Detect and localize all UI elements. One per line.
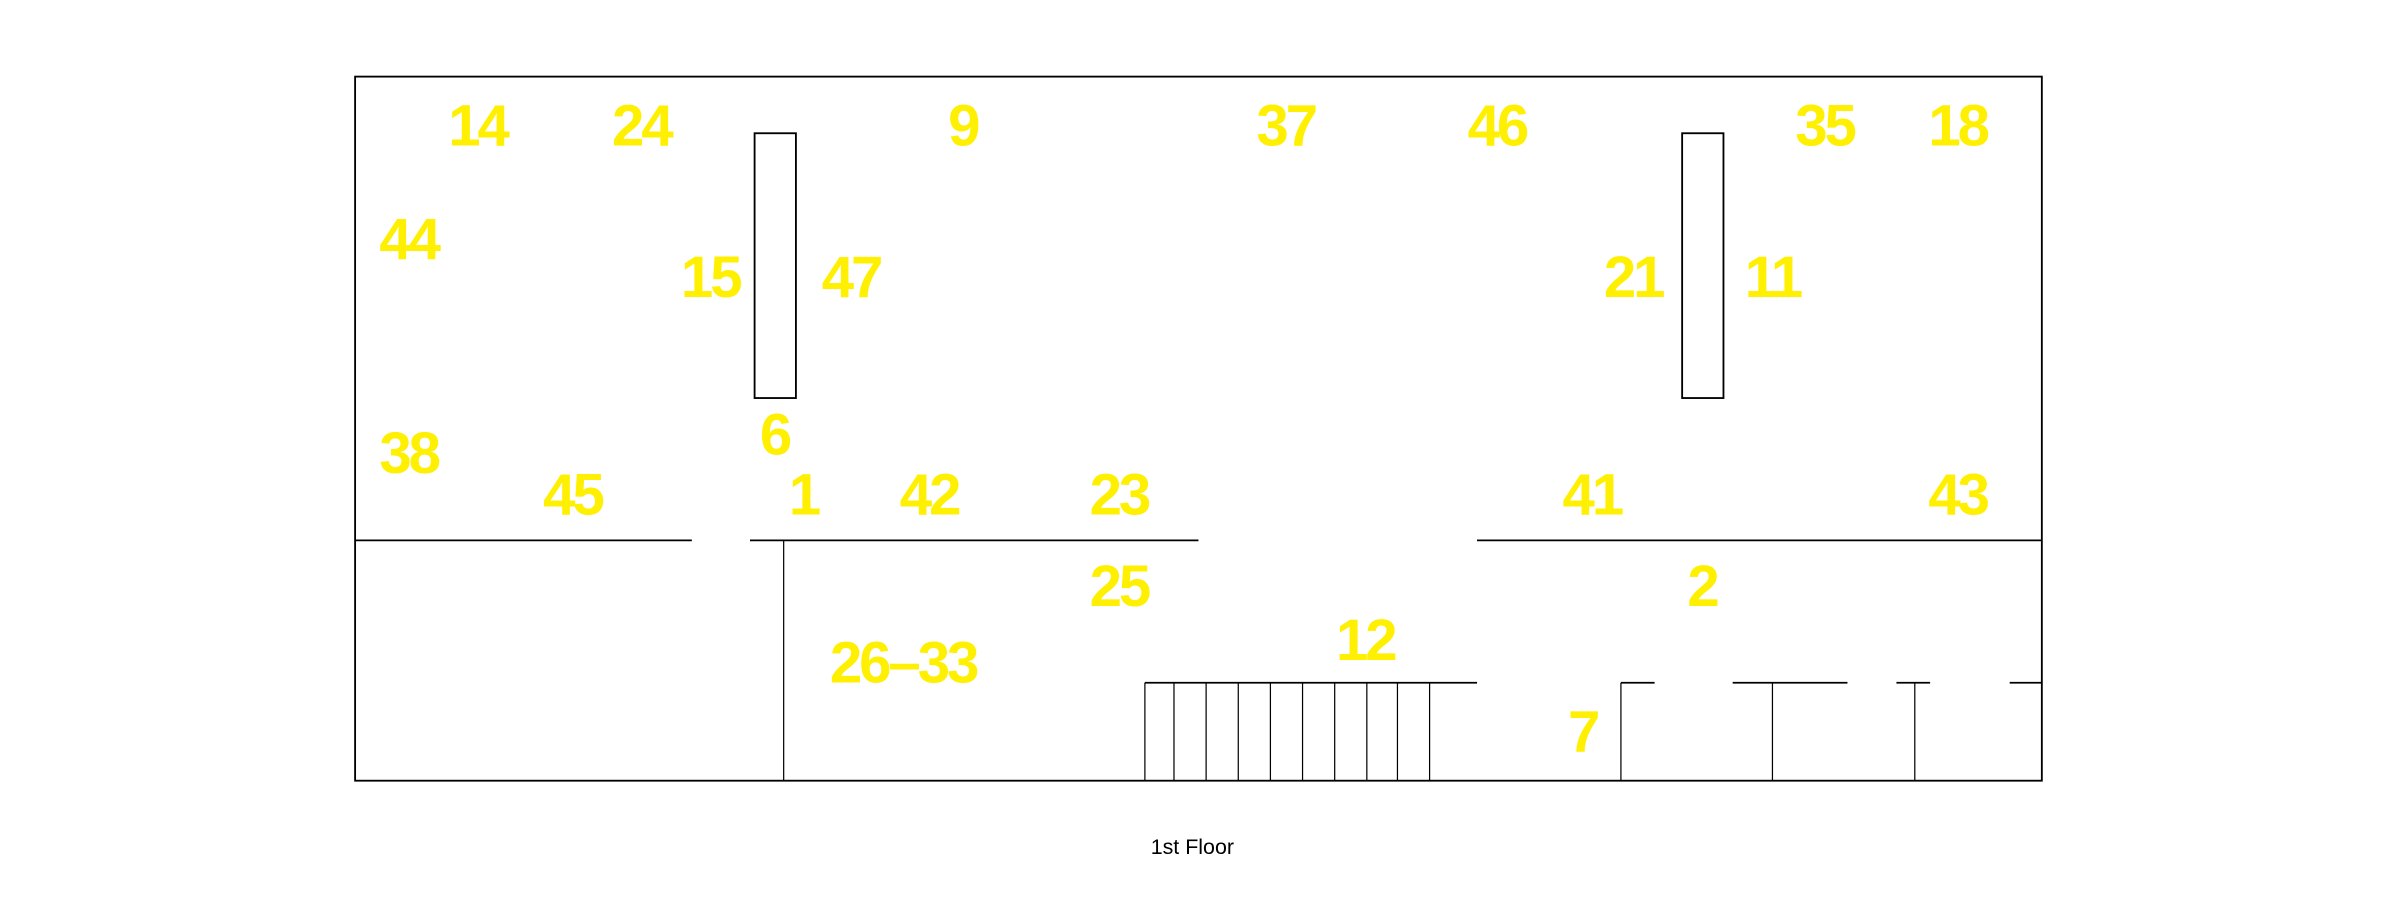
room-label: 46 (1468, 93, 1528, 158)
room-label: 35 (1795, 93, 1855, 158)
room-label: 37 (1256, 93, 1315, 158)
room-label: 41 (1563, 462, 1623, 527)
room-label: 42 (900, 462, 960, 527)
room-label: 9 (948, 93, 979, 158)
room-label: 1 (789, 462, 820, 527)
room-label: 15 (681, 245, 741, 310)
room-label: 25 (1090, 554, 1150, 619)
outer-wall (354, 75, 2043, 782)
room-label: 38 (379, 421, 439, 486)
interior-walls (355, 539, 2042, 781)
room-label: 12 (1336, 608, 1396, 673)
room-label: 7 (1568, 700, 1598, 765)
room-labels: 14 24 9 37 46 35 18 44 15 47 21 11 6 38 … (379, 93, 1991, 765)
room-label: 14 (448, 93, 510, 158)
room-label: 18 (1928, 93, 1988, 158)
room-label: 6 (760, 403, 791, 468)
room-label: 43 (1928, 462, 1988, 527)
pillar-left (753, 132, 797, 399)
floor-caption: 1st Floor (1151, 835, 1234, 859)
staircase (1144, 681, 1478, 781)
room-label: 44 (379, 207, 441, 272)
room-label: 2 (1687, 554, 1718, 619)
room-label: 24 (612, 93, 674, 158)
room-label: 47 (822, 245, 881, 310)
pillar-right (1681, 132, 1725, 399)
room-label: 21 (1604, 245, 1664, 310)
room-label: 26–33 (830, 631, 978, 696)
room-label: 45 (543, 462, 603, 527)
room-label: 23 (1090, 462, 1150, 527)
room-label: 11 (1745, 245, 1802, 310)
